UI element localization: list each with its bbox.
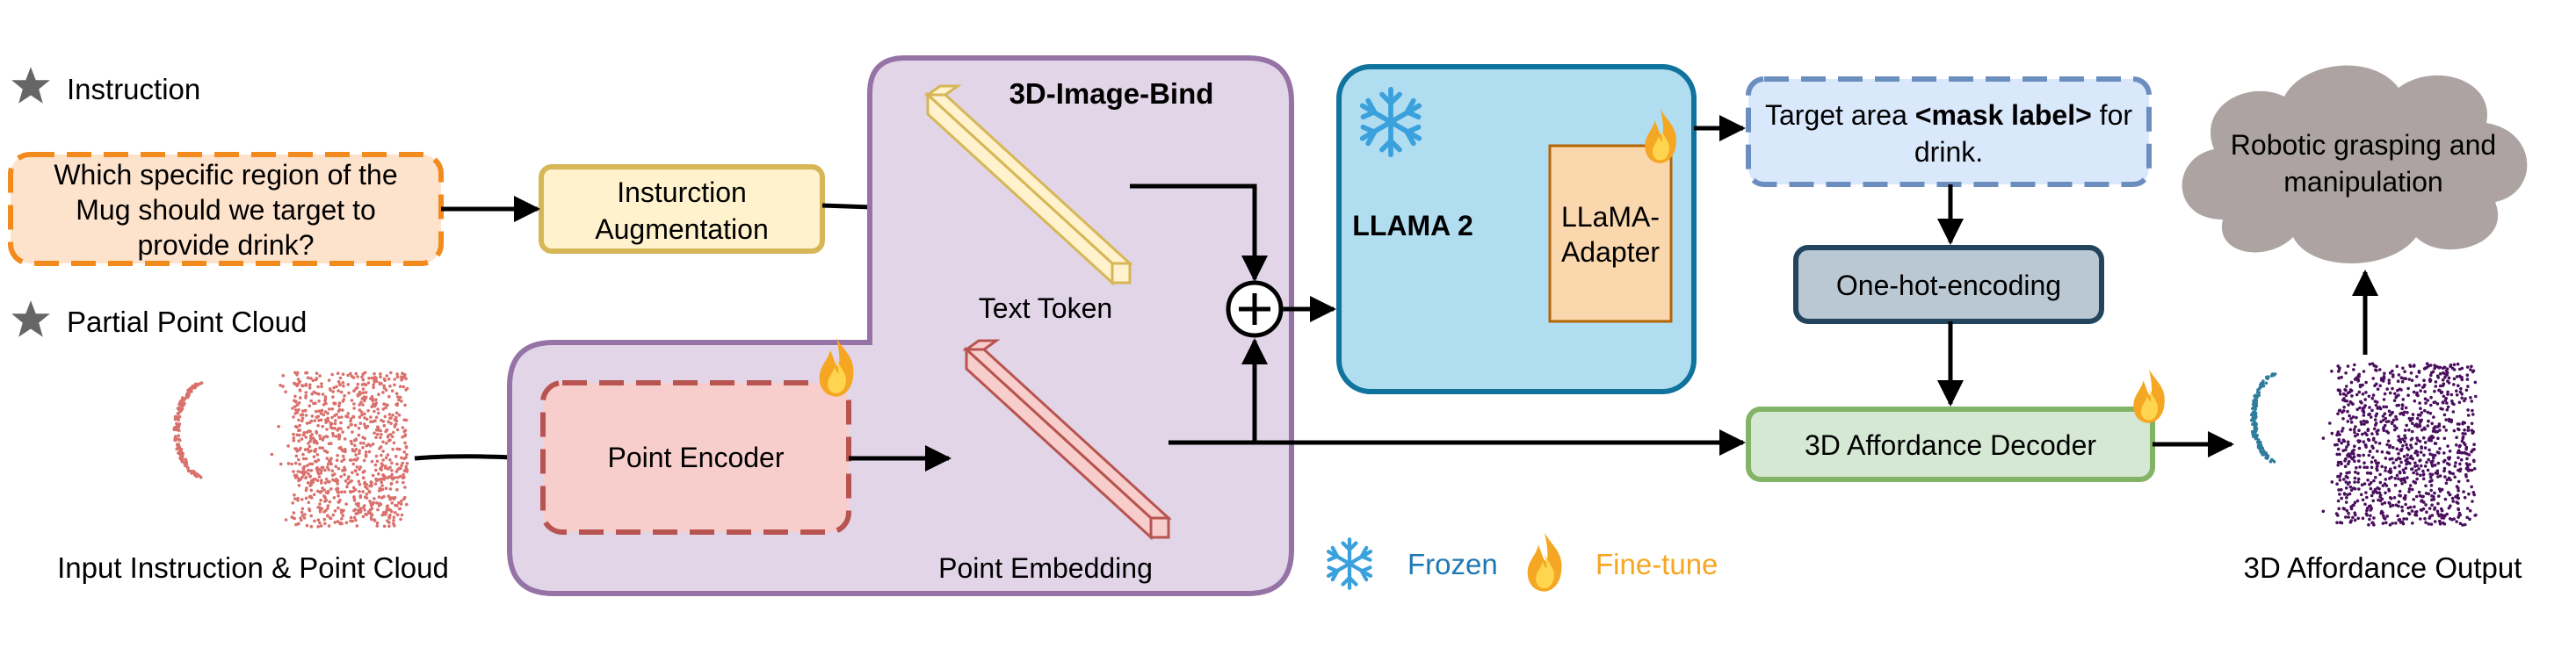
adapter-line-2: Adapter (1561, 236, 1660, 268)
question-line-2: Mug should we target to (76, 194, 376, 226)
question-line-1: Which specific region of the (54, 159, 397, 191)
legend-frozen-label: Frozen (1407, 548, 1498, 580)
output-point-cloud (2250, 362, 2478, 527)
legend-finetune-label: Fine-tune (1596, 548, 1718, 580)
adapter-line-1: LLaMA- (1561, 201, 1660, 233)
snowflake-icon (1328, 539, 1371, 587)
augmentation-line-1: Insturction (617, 176, 747, 208)
target-line-2: drink. (1914, 136, 1983, 168)
decoder-label: 3D Affordance Decoder (1805, 429, 2096, 461)
flame-icon (1527, 532, 1562, 592)
llama-label: LLAMA 2 (1352, 210, 1473, 241)
text-token-bar (923, 84, 1133, 286)
star-icon (11, 300, 50, 337)
robot-cloud-shape (2182, 65, 2528, 263)
point-embedding-label: Point Embedding (938, 552, 1153, 584)
arrow-text-token-to-plus (1130, 184, 1268, 282)
robot-line-2: manipulation (2283, 166, 2442, 198)
augmentation-line-2: Augmentation (595, 213, 768, 245)
target-line-1: Target area <mask label> for (1765, 99, 2132, 131)
input-point-cloud (172, 371, 409, 529)
star-icon (11, 67, 50, 104)
point-encoder-label: Point Encoder (607, 442, 784, 473)
augmentation-box (539, 164, 825, 254)
instruction-heading: Instruction (67, 73, 200, 105)
partial-point-cloud-heading: Partial Point Cloud (67, 306, 307, 338)
point-embedding-bar (962, 339, 1172, 541)
adapter-box (1548, 144, 1673, 323)
input-caption: Input Instruction & Point Cloud (57, 551, 449, 584)
target-area-box (1746, 76, 2152, 187)
text-token-label: Text Token (979, 292, 1112, 324)
question-line-3: provide drink? (138, 229, 315, 261)
robot-line-1: Robotic grasping and (2231, 129, 2496, 161)
output-caption: 3D Affordance Output (2244, 551, 2522, 584)
flame-icon (2133, 369, 2165, 423)
image-bind-title: 3D-Image-Bind (1009, 77, 1214, 110)
one-hot-label: One-hot-encoding (1836, 270, 2061, 301)
